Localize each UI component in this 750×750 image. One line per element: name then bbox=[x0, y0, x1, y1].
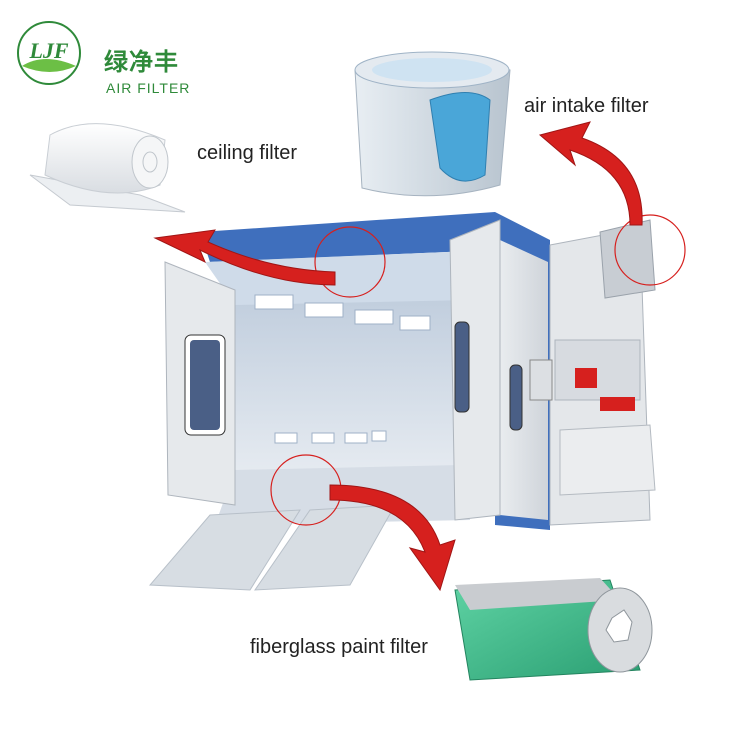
air-intake-filter-roll bbox=[354, 51, 511, 197]
fiberglass-filter-roll bbox=[454, 578, 653, 681]
logo-mark-text: LJF bbox=[28, 38, 68, 63]
fiberglass-paint-filter-label: fiberglass paint filter bbox=[250, 636, 428, 658]
ceiling-filter-roll bbox=[29, 123, 186, 213]
brand-logo: LJF 绿净丰 AIR FILTER bbox=[14, 18, 194, 96]
highlight-circle-icon bbox=[314, 226, 386, 298]
brand-name-en: AIR FILTER bbox=[106, 80, 191, 96]
red-arrow-icon bbox=[153, 229, 336, 286]
ceiling-filter-label: ceiling filter bbox=[197, 142, 298, 164]
spray-booth bbox=[148, 212, 656, 591]
red-arrow-icon bbox=[538, 121, 643, 226]
highlight-circle-icon bbox=[614, 214, 686, 286]
brand-name-cn: 绿净丰 bbox=[104, 48, 179, 76]
ljf-logo-icon: LJF bbox=[17, 21, 81, 85]
air-intake-filter-label: air intake filter bbox=[524, 95, 649, 117]
red-arrow-icon bbox=[329, 484, 456, 592]
